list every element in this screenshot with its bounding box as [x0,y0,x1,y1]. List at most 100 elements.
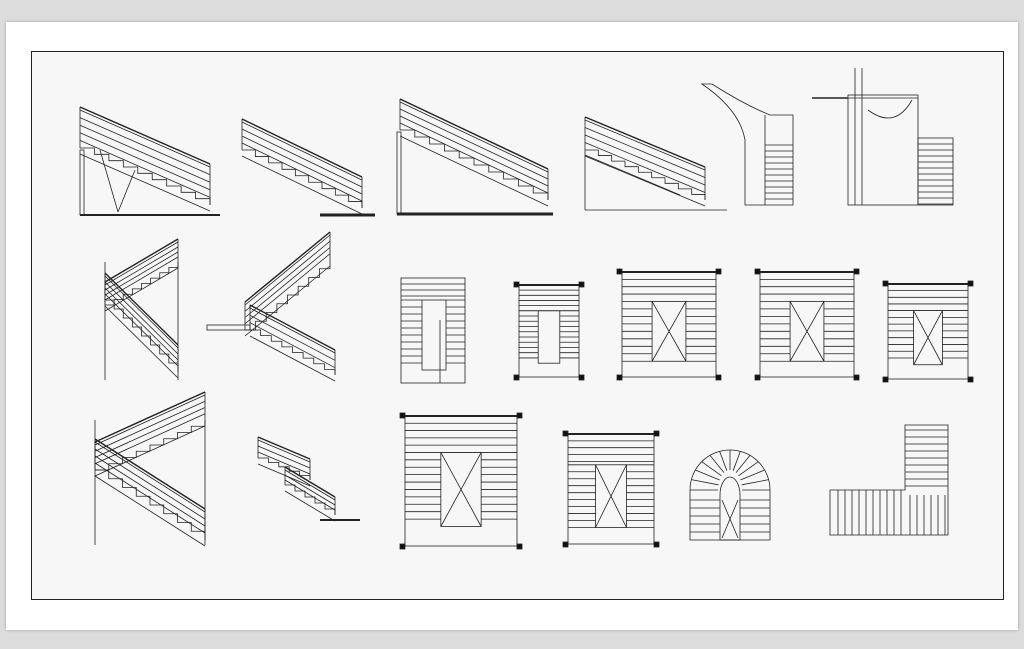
line [94,448,206,520]
line [104,281,179,355]
line [79,117,211,175]
small-stair-section [257,436,360,522]
path [689,449,771,541]
line [721,499,739,539]
line [735,455,751,473]
line [595,464,627,528]
line [241,135,363,195]
line [94,425,206,477]
rect [206,324,251,331]
line [104,246,179,291]
line [399,101,549,173]
rect [562,541,569,548]
rect [537,310,561,364]
double-flight-plan-d [562,430,660,548]
line [651,301,687,362]
line [732,451,741,471]
rect [653,541,660,548]
rect [917,137,954,206]
line [104,293,179,367]
rect [616,268,623,275]
rect [421,299,447,371]
line [257,451,311,475]
straight-stair-section-with-wall [396,98,553,216]
line [584,142,706,193]
rect [400,277,466,384]
line [94,394,206,446]
double-flight-plan-c [882,280,974,383]
semicircular-stair-plan [689,449,771,541]
two-flight-stair-section-b [206,231,336,382]
path [95,420,206,471]
line [104,305,179,379]
line [94,391,206,443]
double-flight-plan-b [754,268,860,381]
l-shaped-stair-plan [829,424,949,536]
line [244,240,331,312]
line [399,135,549,207]
rect [653,430,660,437]
line [94,462,206,534]
rect [513,281,520,288]
line [249,322,336,369]
line [284,479,336,511]
path [829,424,949,536]
rect [882,280,889,287]
line [244,231,331,303]
rect [882,376,889,383]
rect [967,376,974,383]
rect [967,280,974,287]
line [244,253,331,325]
rect [754,268,761,275]
line [284,490,336,522]
line [399,122,549,194]
line [257,439,311,463]
line [94,455,206,527]
rect [516,543,523,550]
line [399,98,549,170]
line [284,469,336,501]
line [104,272,179,346]
line [584,154,681,196]
rect [913,310,943,366]
line [94,413,206,465]
rect [396,131,402,215]
line [99,149,119,213]
drawing-frame [31,51,1004,600]
line [79,140,211,198]
curved-stair-elevation [700,83,794,206]
line [79,132,211,191]
line [584,134,706,186]
line [79,109,211,168]
line [104,241,179,286]
rect [789,300,825,362]
rect [651,300,687,362]
line [709,455,725,473]
line [244,265,331,337]
line [241,128,363,188]
rect [516,412,523,419]
rect [513,374,520,381]
rect [853,268,860,275]
stair-with-landing-elevation [812,68,954,206]
path [258,457,311,480]
path [105,299,179,372]
straight-stair-section-with-pit [79,106,220,216]
rect [578,374,585,381]
path [867,99,913,119]
line [257,436,311,460]
line [913,310,943,365]
line [284,466,336,498]
line [249,307,336,354]
line [284,474,336,506]
double-flight-plan-a [616,268,722,381]
rect [79,149,85,216]
line [440,452,482,527]
rect [399,412,406,419]
path [285,484,336,515]
line [584,119,706,171]
rect [847,94,919,206]
line [399,108,549,180]
rect [399,543,406,550]
